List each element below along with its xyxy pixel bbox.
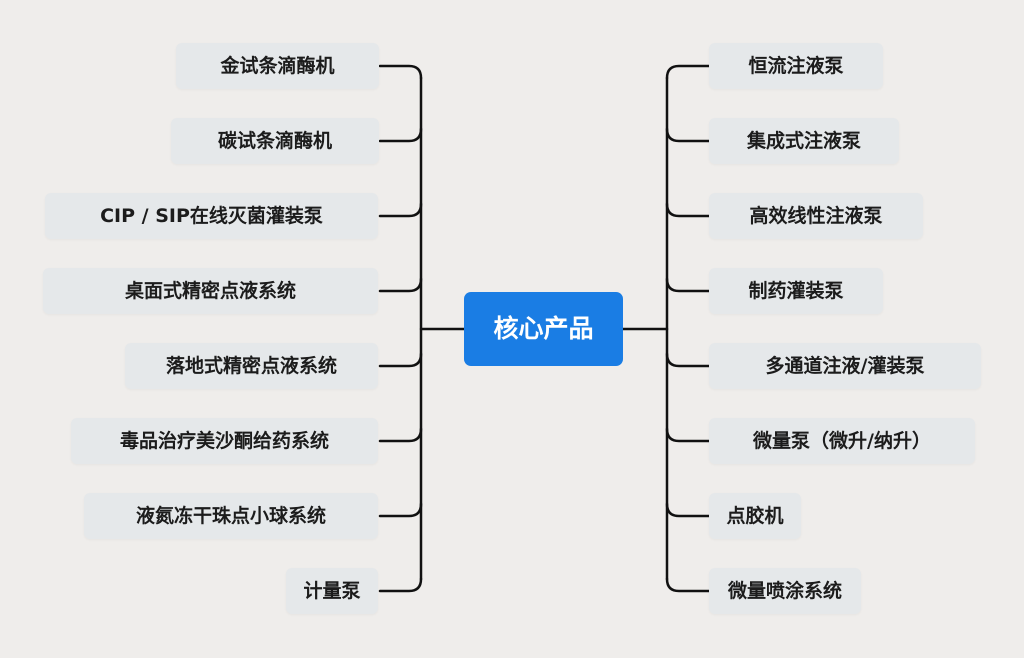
left-branch-node[interactable]: 桌面式精密点液系统: [43, 268, 378, 314]
left-branch-node[interactable]: 液氮冻干珠点小球系统: [84, 493, 378, 539]
right-branch-node[interactable]: 高效线性注液泵: [709, 193, 923, 239]
right-branch-node[interactable]: 微量喷涂系统: [709, 568, 861, 614]
right-branch-node[interactable]: 微量泵（微升/纳升）: [709, 418, 975, 464]
connector-left-branch: [378, 277, 423, 293]
connector-left-branch: [378, 577, 423, 593]
right-branch-node[interactable]: 制药灌装泵: [709, 268, 883, 314]
connector-right-branch: [665, 352, 711, 368]
right-branch-node[interactable]: 点胶机: [709, 493, 801, 539]
connector-left-branch: [378, 427, 423, 443]
left-branch-node[interactable]: 金试条滴酶机: [176, 43, 379, 89]
connector-right-branch: [665, 502, 711, 518]
connector-left-branch: [378, 127, 423, 143]
connector-right-branch: [665, 577, 711, 593]
connector-left-branch: [378, 502, 423, 518]
connector-right-branch: [665, 202, 711, 218]
left-branch-node[interactable]: CIP / SIP在线灭菌灌装泵: [45, 193, 378, 239]
connector-right-branch: [665, 427, 711, 443]
connector-left-branch: [378, 202, 423, 218]
connector-left-branch: [378, 64, 423, 80]
left-branch-node[interactable]: 碳试条滴酶机: [171, 118, 379, 164]
connector-left-branch: [378, 352, 423, 368]
right-branch-node[interactable]: 恒流注液泵: [709, 43, 883, 89]
connector-right-branch: [665, 64, 711, 80]
connector-right-branch: [665, 127, 711, 143]
connector-right-branch: [665, 277, 711, 293]
central-topic[interactable]: 核心产品: [464, 292, 623, 366]
left-branch-node[interactable]: 落地式精密点液系统: [125, 343, 378, 389]
left-branch-node[interactable]: 毒品治疗美沙酮给药系统: [71, 418, 378, 464]
left-branch-node[interactable]: 计量泵: [286, 568, 378, 614]
right-branch-node[interactable]: 多通道注液/灌装泵: [709, 343, 981, 389]
right-branch-node[interactable]: 集成式注液泵: [709, 118, 899, 164]
